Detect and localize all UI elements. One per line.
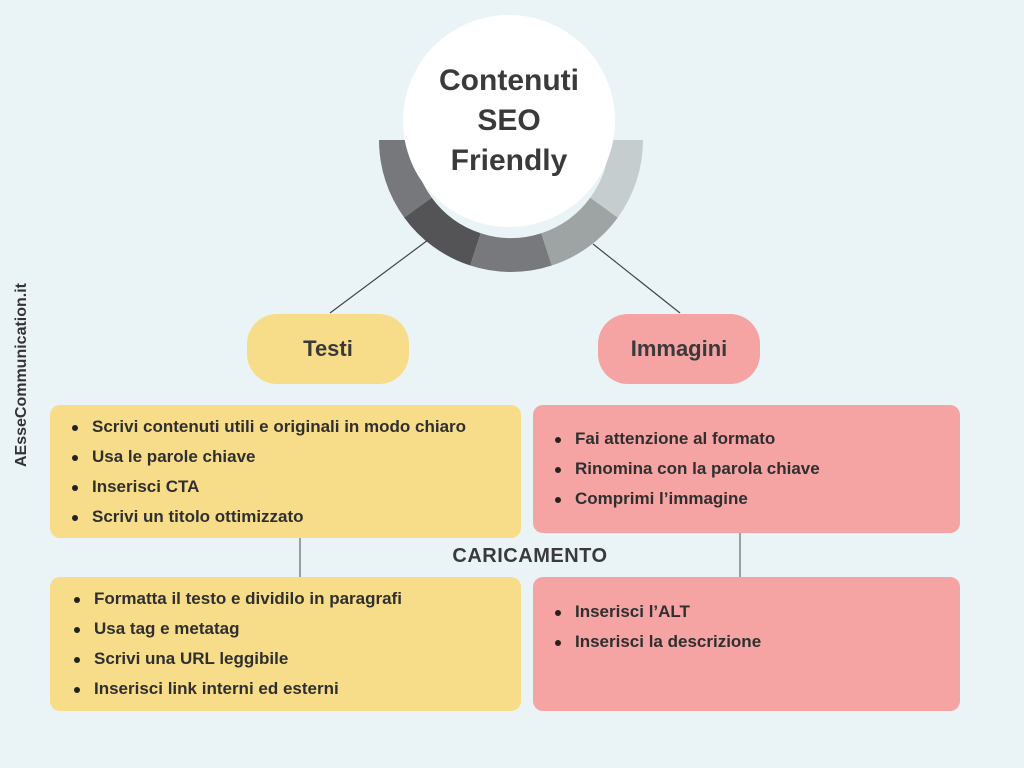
ring-segment xyxy=(379,140,432,218)
bullet-item: Usa le parole chiave xyxy=(72,442,521,472)
ring-segment xyxy=(404,197,481,266)
bullet-item: Formatta il testo e dividilo in paragraf… xyxy=(74,584,521,614)
bullet-item: Scrivi un titolo ottimizzato xyxy=(72,502,521,532)
central-title-line1: Contenuti xyxy=(439,64,579,97)
connector-line-immagini xyxy=(592,243,681,314)
connector-line-testi xyxy=(329,239,429,314)
bullet-item: Inserisci la descrizione xyxy=(555,627,960,657)
bullet-item: Comprimi l’immagine xyxy=(555,484,960,514)
watermark: AEsseCommunication.it xyxy=(13,282,30,468)
testi-box-content: Scrivi contenuti utili e originali in mo… xyxy=(50,405,521,538)
testi-box-caricamento: Formatta il testo e dividilo in paragraf… xyxy=(50,577,521,711)
bullet-item: Inserisci link interni ed esterni xyxy=(74,674,521,704)
branch-testi-label: Testi xyxy=(303,336,353,361)
bullet-item: Scrivi una URL leggibile xyxy=(74,644,521,674)
central-title-line2: SEO xyxy=(477,104,541,137)
central-title-line3: Friendly xyxy=(450,144,568,177)
bullet-item: Inserisci CTA xyxy=(72,472,521,502)
ring-segment xyxy=(470,233,552,272)
decorative-ring xyxy=(379,140,643,272)
bullet-item: Rinomina con la parola chiave xyxy=(555,454,960,484)
branch-immagini: Immagini xyxy=(598,314,760,384)
section-label-caricamento: CARICAMENTO xyxy=(452,545,608,567)
bullet-item: Scrivi contenuti utili e originali in mo… xyxy=(72,412,521,442)
ring-segment xyxy=(590,140,643,218)
branch-testi: Testi xyxy=(247,314,409,384)
bullet-item: Inserisci l’ALT xyxy=(555,597,960,627)
central-topic-circle: Contenuti SEO Friendly xyxy=(403,15,615,227)
branch-immagini-label: Immagini xyxy=(630,336,728,361)
bullet-item: Usa tag e metatag xyxy=(74,614,521,644)
bullet-item: Fai attenzione al formato xyxy=(555,424,960,454)
ring-segment xyxy=(541,197,618,266)
